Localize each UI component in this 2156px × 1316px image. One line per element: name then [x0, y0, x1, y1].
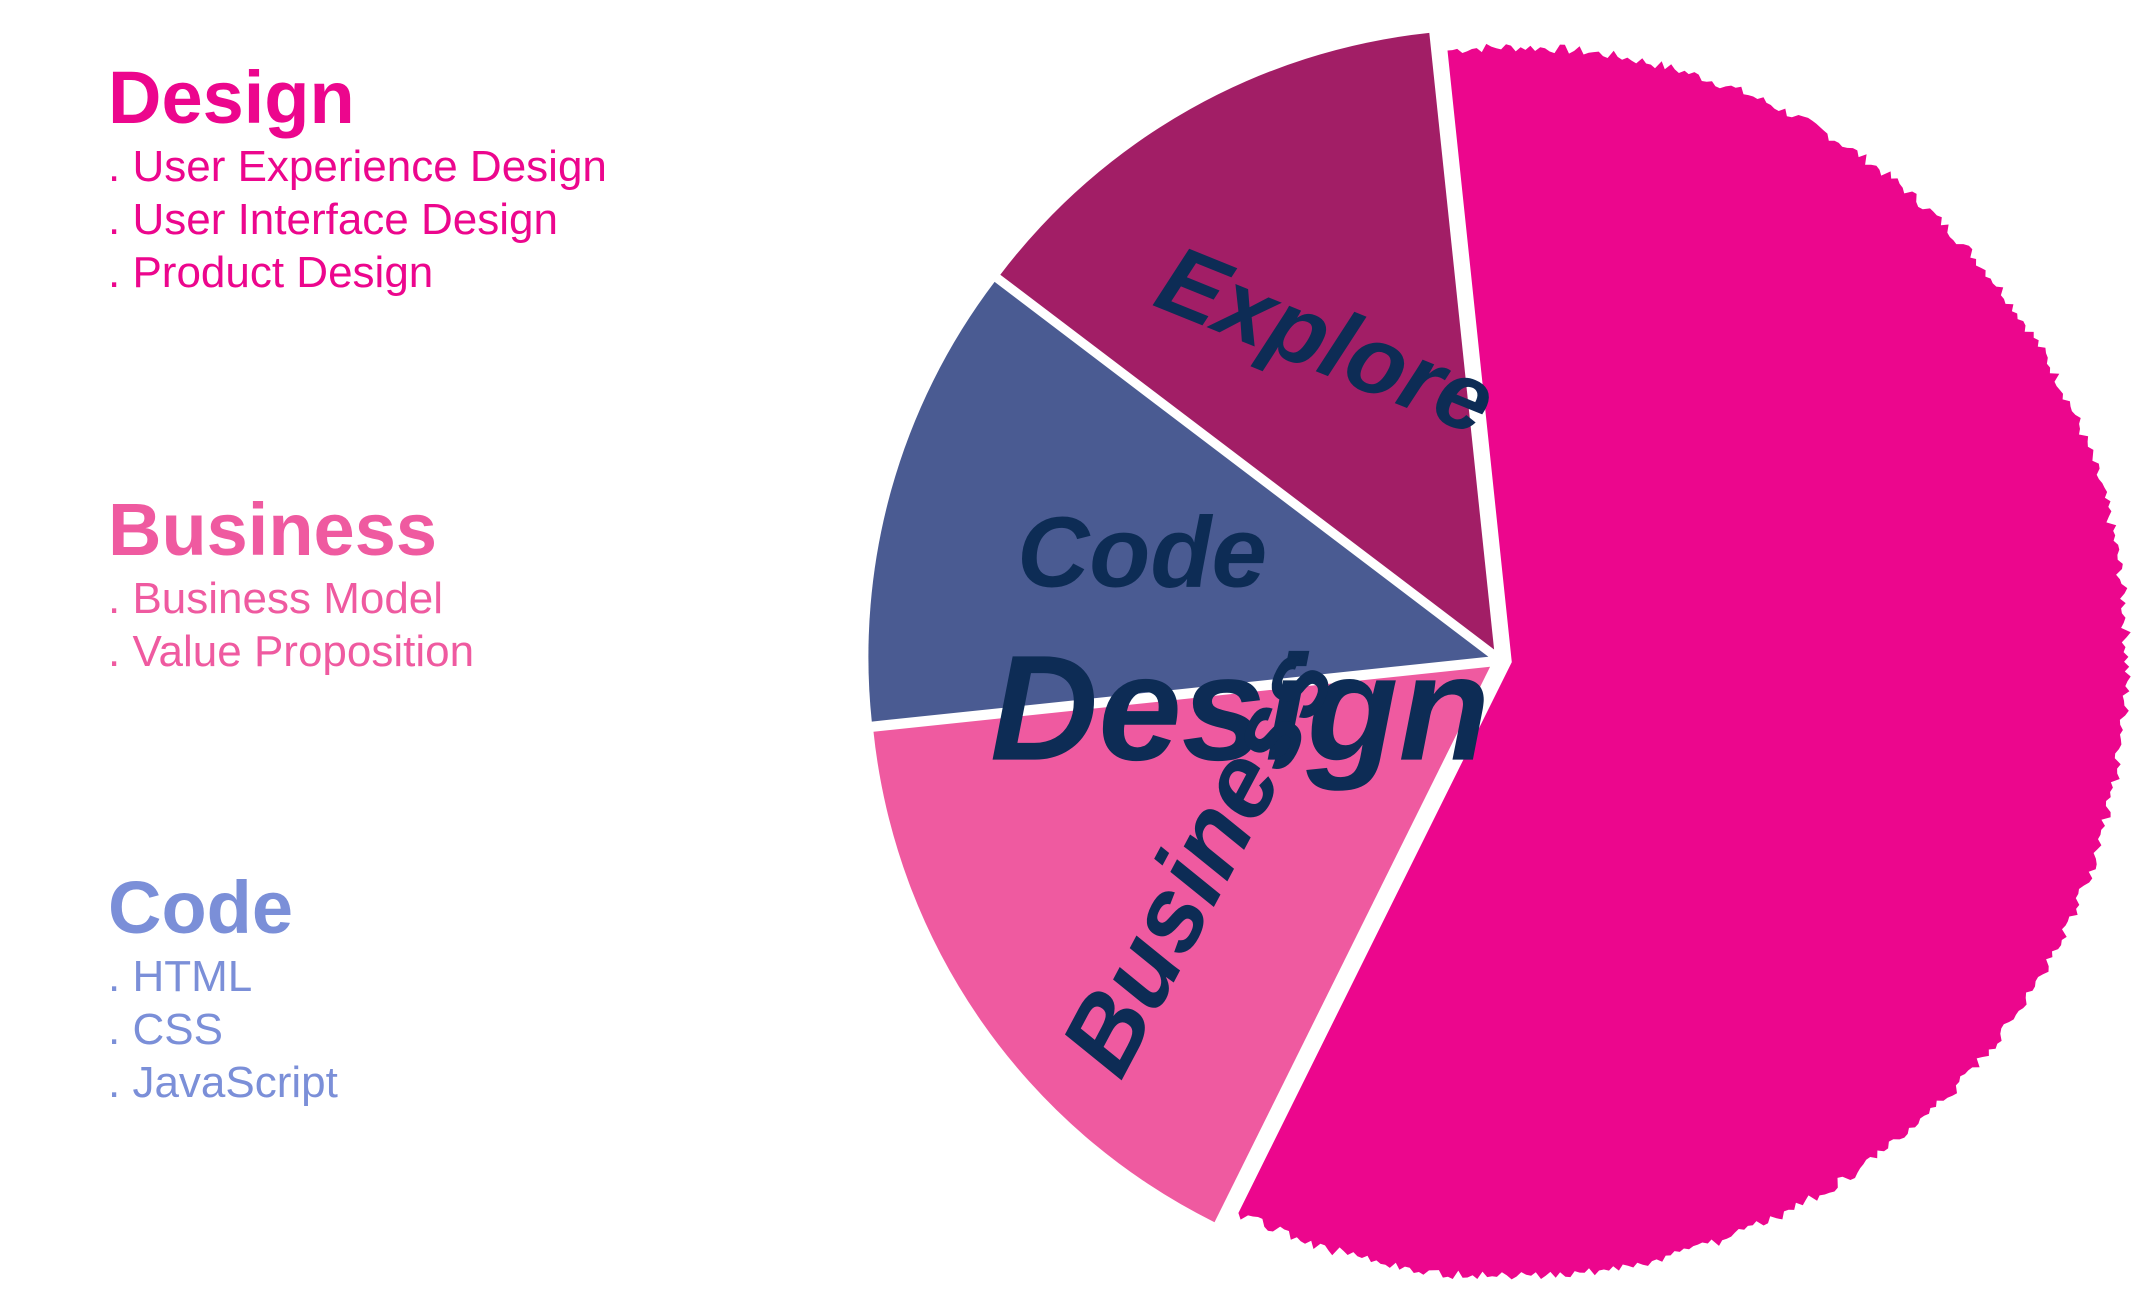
legend-item-html: . HTML — [108, 952, 253, 1001]
legend-item-value-proposition: . Value Proposition — [108, 627, 475, 676]
pie-slice-business — [873, 666, 1491, 1223]
legend-heading-design: Design — [108, 56, 355, 139]
legend-item-business-model: . Business Model — [108, 574, 444, 623]
legend-heading-business: Business — [108, 488, 438, 571]
legend-group-design: Design . User Experience Design . User I… — [108, 56, 607, 299]
pie-label-code: Code — [1017, 497, 1267, 609]
pie-label-design: Design — [990, 624, 1490, 792]
pie-slice-explore — [1000, 32, 1495, 650]
legend-item-product-design: . Product Design — [108, 248, 434, 297]
legend-group-business: Business . Business Model . Value Propos… — [108, 488, 474, 678]
legend-item-css: . CSS — [108, 1005, 223, 1054]
legend-item-javascript: . JavaScript — [108, 1058, 338, 1107]
pie-slice-code — [868, 281, 1489, 722]
slices-layer — [868, 32, 2131, 1280]
legend-item-ux-design: . User Experience Design — [108, 142, 607, 191]
legend-heading-code: Code — [108, 866, 293, 949]
legend-item-ui-design: . User Interface Design — [108, 195, 558, 244]
legend-group-code: Code . HTML . CSS . JavaScript — [108, 866, 338, 1109]
pie-slice-design — [1238, 43, 2131, 1280]
